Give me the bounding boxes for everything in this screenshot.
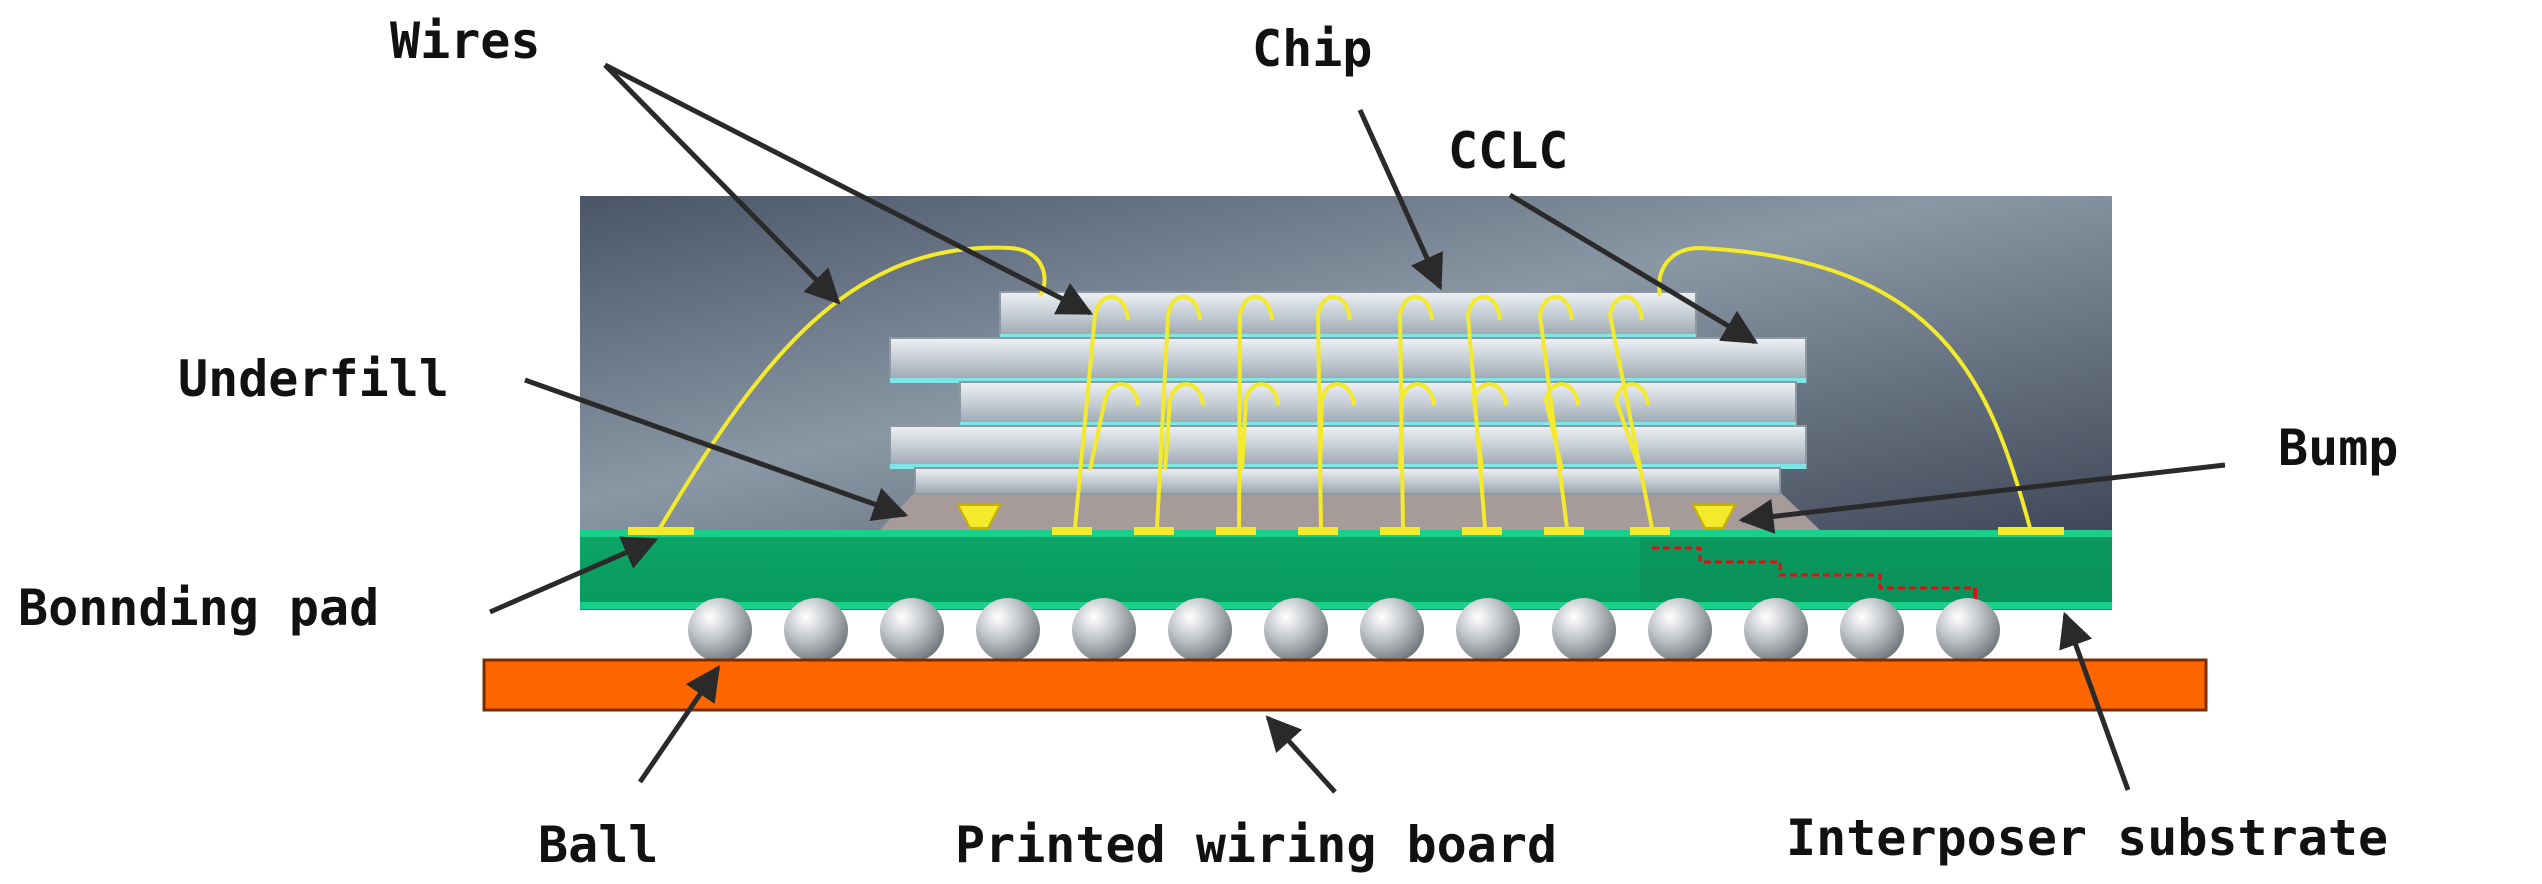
bonding-pad bbox=[1052, 527, 1092, 535]
cclc-line bbox=[960, 422, 1796, 427]
solder-balls bbox=[688, 598, 2000, 662]
label-bonding-pad: Bonnding pad bbox=[18, 579, 379, 637]
wires bbox=[658, 245, 2032, 530]
cclc-line bbox=[890, 464, 1806, 469]
printed-wiring-board bbox=[482, 658, 2208, 712]
ball bbox=[1168, 598, 1232, 662]
wire bbox=[1315, 294, 1352, 529]
label-wires: Wires bbox=[390, 12, 541, 70]
ball bbox=[688, 598, 752, 662]
wire bbox=[1537, 294, 1574, 529]
bonding-pad bbox=[1462, 527, 1502, 535]
wire bbox=[1613, 382, 1650, 471]
ball bbox=[1456, 598, 1520, 662]
ball bbox=[976, 598, 1040, 662]
arrow-pwb bbox=[1265, 715, 1337, 794]
bumps bbox=[956, 504, 1737, 529]
ball bbox=[1840, 598, 1904, 662]
ball bbox=[1072, 598, 1136, 662]
label-printed-wiring-board: Printed wiring board bbox=[955, 816, 1557, 874]
ball bbox=[1360, 598, 1424, 662]
arrow-bonding-pad bbox=[489, 536, 659, 615]
bump bbox=[956, 504, 1002, 529]
wire bbox=[1237, 294, 1274, 529]
leader-arrows bbox=[489, 62, 2226, 794]
label-bump: Bump bbox=[2278, 419, 2398, 477]
bonding-pad bbox=[628, 527, 694, 535]
wire bbox=[1657, 245, 2032, 529]
underfill bbox=[880, 492, 1820, 530]
bonding-pad bbox=[1630, 527, 1670, 535]
arrow-cclc bbox=[1508, 192, 1759, 345]
wire bbox=[1163, 382, 1205, 471]
bonding-pad bbox=[1134, 527, 1174, 535]
label-chip: Chip bbox=[1252, 20, 1372, 78]
bonding-pad bbox=[1998, 527, 2064, 535]
ball bbox=[784, 598, 848, 662]
wire bbox=[1318, 382, 1356, 471]
wire bbox=[1398, 382, 1436, 471]
chip-layer bbox=[889, 425, 1807, 469]
bonding-pad bbox=[1544, 527, 1584, 535]
chip-layer bbox=[889, 337, 1807, 383]
interposer-shade bbox=[1640, 537, 2112, 602]
wire bbox=[1607, 294, 1654, 529]
arrow-ball bbox=[637, 665, 721, 784]
chip-stack bbox=[889, 291, 1807, 495]
ball bbox=[1552, 598, 1616, 662]
arrow-chip bbox=[1357, 108, 1443, 291]
bump bbox=[1691, 504, 1737, 529]
interposer-bottom-line bbox=[580, 602, 2112, 609]
wire bbox=[1073, 294, 1130, 529]
arrow-bump bbox=[1738, 462, 2226, 534]
wire bbox=[658, 245, 1047, 530]
ball bbox=[1936, 598, 2000, 662]
wire bbox=[1155, 294, 1202, 529]
ball bbox=[880, 598, 944, 662]
arrow-wires-2 bbox=[603, 62, 1094, 316]
bonding-pad bbox=[1216, 527, 1256, 535]
ball bbox=[1648, 598, 1712, 662]
wire bbox=[1088, 382, 1140, 471]
label-cclc: CCLC bbox=[1448, 122, 1568, 180]
bonding-pad bbox=[1298, 527, 1338, 535]
wire bbox=[1397, 294, 1434, 529]
arrow-wires-1 bbox=[603, 63, 841, 305]
bonding-pads bbox=[628, 527, 2064, 535]
ball bbox=[1264, 598, 1328, 662]
label-ball: Ball bbox=[538, 816, 658, 874]
ball bbox=[1744, 598, 1808, 662]
chip-layer bbox=[914, 467, 1781, 495]
arrow-underfill bbox=[524, 377, 909, 521]
arrow-interposer bbox=[2059, 611, 2131, 791]
label-interposer-substrate: Interposer substrate bbox=[1786, 809, 2388, 867]
wire bbox=[1471, 382, 1508, 471]
interposer-top-line bbox=[580, 530, 2112, 537]
label-underfill: Underfill bbox=[178, 350, 449, 408]
cclc-line bbox=[890, 378, 1806, 383]
bonding-pad bbox=[1380, 527, 1420, 535]
wire bbox=[1240, 382, 1280, 471]
cclc-line bbox=[1000, 334, 1696, 339]
wire bbox=[1543, 382, 1580, 471]
wire bbox=[1465, 294, 1502, 529]
thermal-path-line bbox=[1652, 546, 1975, 590]
